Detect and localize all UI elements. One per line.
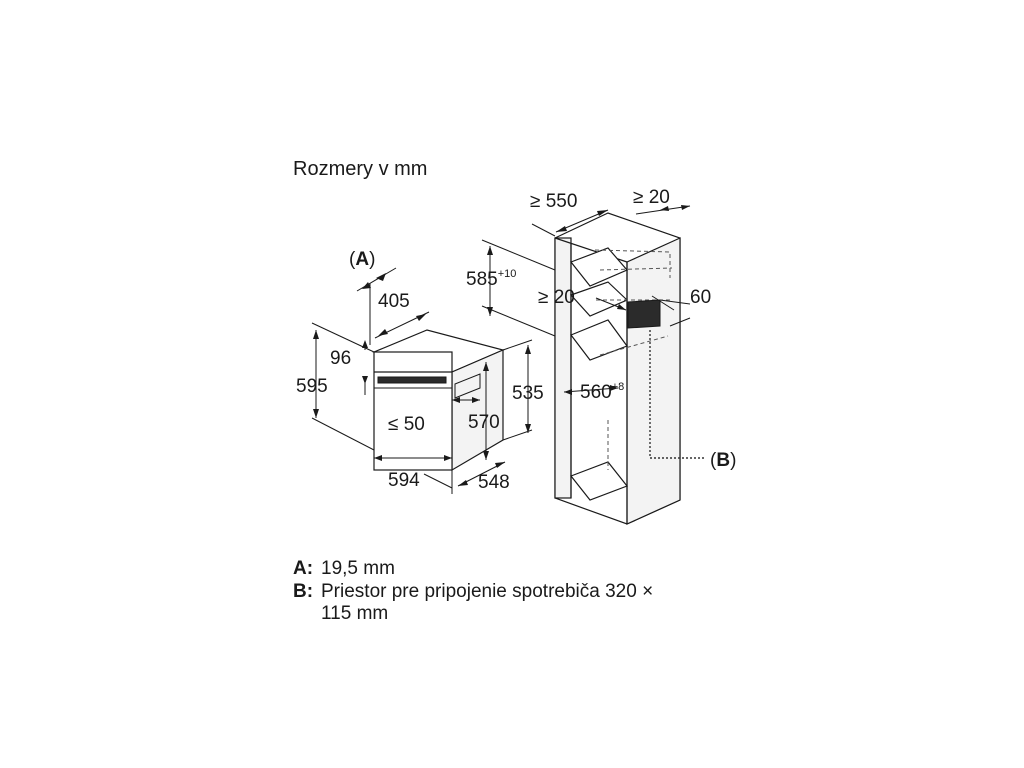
- cabinet-drawing: [554, 212, 706, 525]
- label-b: (B): [710, 450, 736, 471]
- callout-b-line: [649, 330, 706, 459]
- label-min-550: ≥ 550: [530, 191, 577, 212]
- label-560-tolerance: +8: [612, 381, 625, 393]
- legend-b-key: B:: [293, 581, 314, 602]
- oven-handle: [377, 376, 447, 384]
- label-405: 405: [378, 291, 410, 312]
- label-min-20-top: ≥ 20: [633, 187, 670, 208]
- legend-b: B: Priestor pre pripojenie spotrebiča 320…: [293, 581, 653, 625]
- oven-front: [373, 351, 453, 471]
- diagram-title: Rozmery v mm: [293, 158, 428, 180]
- label-594: 594: [388, 470, 420, 491]
- dimension-labels: (A) 405 96 595 ≤ 50 570 535 594 548 ≥ 55…: [296, 187, 736, 493]
- label-60: 60: [690, 287, 711, 308]
- label-548: 548: [478, 472, 510, 493]
- label-585-tolerance: +10: [498, 268, 517, 280]
- legend-b-text-line1: Priestor pre pripojenie spotrebiča 320 ×: [321, 581, 654, 602]
- label-96: 96: [330, 348, 351, 369]
- legend-a-text: 19,5 mm: [321, 558, 395, 579]
- label-570: 570: [468, 412, 500, 433]
- cabinet-right-panel: [626, 237, 681, 525]
- label-560: 560+8: [580, 381, 624, 403]
- label-585: 585+10: [466, 268, 516, 290]
- cabinet-left-panel: [554, 237, 572, 499]
- connection-area: [627, 299, 661, 329]
- label-max-50: ≤ 50: [388, 414, 425, 435]
- legend-a-key: A:: [293, 558, 314, 579]
- label-595: 595: [296, 376, 328, 397]
- label-535: 535: [512, 383, 544, 404]
- cabinet-dimensions: [481, 205, 691, 395]
- legend-b-text-line2: 115 mm: [321, 603, 389, 624]
- label-a: (A): [349, 249, 375, 270]
- label-min-20-mid: ≥ 20: [538, 287, 575, 308]
- oven-drawing: [372, 329, 505, 472]
- legend-a: A: 19,5 mm: [293, 558, 395, 580]
- oven-dimensions: [311, 267, 533, 494]
